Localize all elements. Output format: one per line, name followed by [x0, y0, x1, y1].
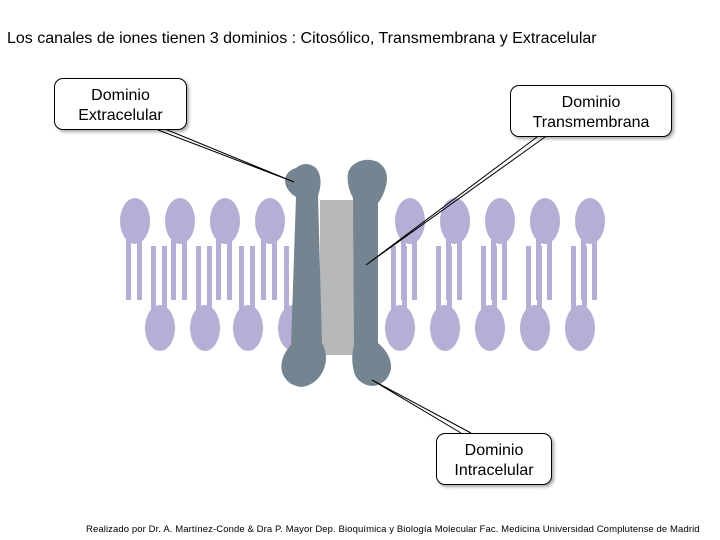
lipid-head	[485, 198, 515, 244]
page-title: Los canales de iones tienen 3 dominios :…	[7, 30, 597, 47]
lipid-head	[255, 198, 285, 244]
lipid-head	[575, 198, 605, 244]
lipid-tail	[250, 246, 255, 312]
callout-extracelular-line1: Dominio	[91, 87, 150, 104]
lipid-tail	[547, 240, 552, 300]
lipid-head	[385, 305, 415, 351]
phospholipid	[395, 198, 425, 300]
lipid-tail	[457, 240, 462, 300]
phospholipid	[475, 246, 505, 351]
leader-intracelular	[371, 379, 472, 434]
phospholipid	[430, 246, 460, 351]
lipid-tail	[492, 246, 497, 312]
channel-left-subunit	[281, 164, 326, 387]
lipid-head	[565, 305, 595, 351]
lipid-head	[475, 305, 505, 351]
channel-pore	[320, 200, 356, 355]
lipid-tail	[537, 246, 542, 312]
lipid-head	[530, 198, 560, 244]
phospholipid	[210, 198, 240, 300]
callout-extracelular-line2: Extracelular	[78, 107, 163, 124]
phospholipid	[520, 246, 550, 351]
lipid-tail	[436, 246, 441, 312]
phospholipid	[120, 198, 150, 300]
lipid-tail	[151, 246, 156, 312]
lipid-tail	[447, 246, 452, 312]
lipid-tail	[196, 246, 201, 312]
lipid-tail	[126, 240, 131, 300]
phospholipid	[385, 246, 415, 351]
phospholipid	[440, 198, 470, 300]
callout-intracelular-line1: Dominio	[464, 442, 524, 459]
callout-intracelular: Dominio Intracelular	[436, 433, 552, 485]
lipid-tail	[592, 240, 597, 300]
lipid-tail	[412, 240, 417, 300]
lipid-head	[520, 305, 550, 351]
phospholipid	[255, 198, 285, 300]
lipid-tail	[391, 246, 396, 312]
lipid-head	[210, 198, 240, 244]
lipid-tail	[162, 246, 167, 312]
channel-right-subunit	[347, 159, 392, 386]
lipid-tail	[239, 246, 244, 312]
phospholipid	[575, 198, 605, 300]
phospholipid	[165, 198, 195, 300]
lipid-tail	[261, 240, 266, 300]
lipid-head	[440, 198, 470, 244]
callout-intracelular-line2: Intracelular	[454, 462, 534, 479]
callout-leaders	[157, 128, 546, 434]
phospholipid	[190, 246, 220, 351]
lipid-tail	[182, 240, 187, 300]
lipid-tail	[582, 246, 587, 312]
credits-footer: Realizado por Dr. A. Martínez-Conde & Dr…	[86, 524, 700, 535]
ion-channel	[281, 159, 392, 387]
leader-transmembrana	[365, 136, 546, 266]
lipid-head	[145, 305, 175, 351]
lipid-tail	[171, 240, 176, 300]
phospholipid	[145, 246, 175, 351]
lipid-tail	[216, 240, 221, 300]
lipid-head	[190, 305, 220, 351]
lipid-tail	[272, 240, 277, 300]
lipid-tail	[481, 246, 486, 312]
phospholipid	[565, 246, 595, 351]
phospholipid	[530, 198, 560, 300]
lipid-tail	[284, 246, 289, 312]
callout-transmembrana-line2: Transmembrana	[532, 114, 650, 131]
leader-extracelular	[157, 128, 295, 183]
lipid-head	[165, 198, 195, 244]
lipid-tail	[227, 240, 232, 300]
lipid-head	[430, 305, 460, 351]
callout-transmembrana: Dominio Transmembrana	[510, 85, 672, 137]
lipid-tail	[502, 240, 507, 300]
lipid-head	[395, 198, 425, 244]
phospholipid	[233, 246, 263, 351]
lipid-tail	[571, 246, 576, 312]
lipid-head	[120, 198, 150, 244]
lipid-tail	[207, 246, 212, 312]
lipid-tail	[137, 240, 142, 300]
callout-extracelular: Dominio Extracelular	[54, 78, 187, 130]
callout-transmembrana-line1: Dominio	[561, 94, 621, 111]
lipid-head	[233, 305, 263, 351]
lipid-tail	[526, 246, 531, 312]
lipid-tail	[402, 246, 407, 312]
phospholipid	[485, 198, 515, 300]
